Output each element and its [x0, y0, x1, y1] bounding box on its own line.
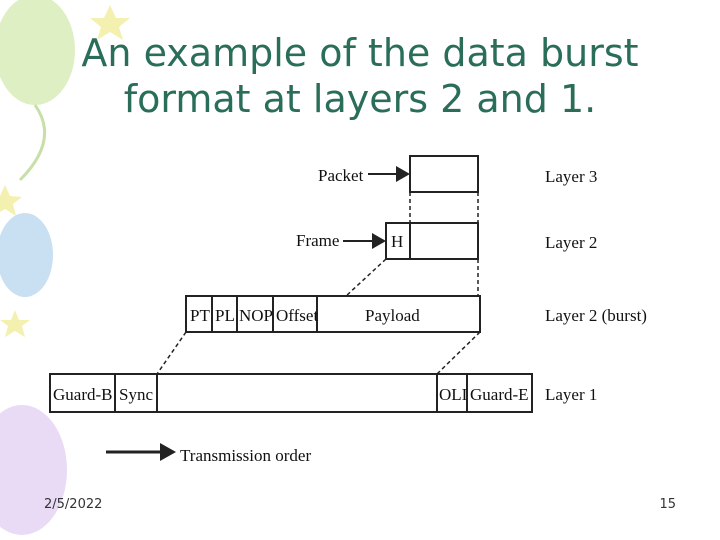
layer1-field-sync: Sync — [119, 385, 153, 404]
transmission-arrow-head — [160, 443, 176, 461]
frame-arrow-head — [372, 233, 386, 249]
layer-label-2: Layer 2 — [545, 233, 597, 252]
burst-field-pl: PL — [215, 306, 235, 325]
slide-page-number: 15 — [659, 497, 676, 512]
slide-date: 2/5/2022 — [44, 497, 102, 512]
layer1-field-guard-e: Guard-E — [470, 385, 529, 404]
packet-box — [410, 156, 478, 192]
burst-field-payload: Payload — [365, 306, 420, 325]
frame-label: Frame — [296, 231, 339, 250]
layer-label-3: Layer 3 — [545, 167, 597, 186]
packet-label: Packet — [318, 166, 364, 185]
packet-arrow-head — [396, 166, 410, 182]
layer-label-2-burst: Layer 2 (burst) — [545, 306, 647, 325]
frame-header-label: H — [391, 232, 403, 251]
layer1-field-guard-b: Guard-B — [53, 385, 112, 404]
burst-field-nop: NOP — [239, 306, 273, 325]
transmission-order-label: Transmission order — [180, 446, 311, 465]
burst-field-pt: PT — [190, 306, 210, 325]
layer1-field-oli: OLI — [439, 385, 468, 404]
burst-field-offset: Offset — [276, 306, 318, 325]
link-burst-l1-right — [437, 332, 480, 374]
link-l2-burst-left — [346, 259, 386, 296]
layer-label-1: Layer 1 — [545, 385, 597, 404]
link-burst-l1-left — [157, 332, 186, 374]
